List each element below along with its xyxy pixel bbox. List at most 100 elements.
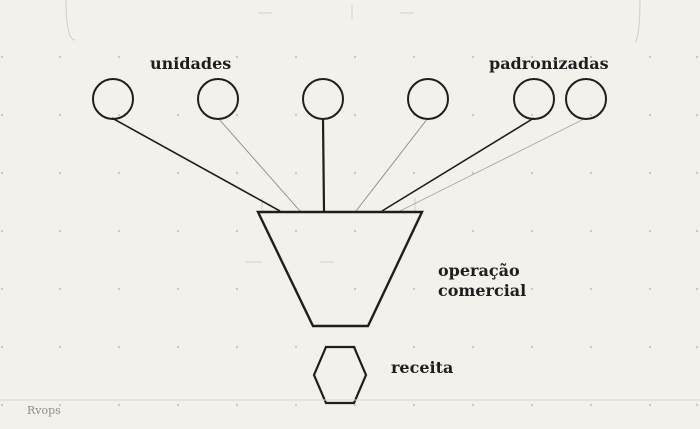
grid-dot [530,55,534,59]
grid-dot [353,229,357,233]
grid-dot [471,171,475,175]
grid-dot [695,287,699,291]
grid-dot [294,345,298,349]
label-revenue: receita [391,358,454,377]
grid-dot [0,229,4,233]
grid-dot [589,287,593,291]
grid-dot [176,229,180,233]
label-units: unidades [150,54,232,73]
grid-dot [353,113,357,117]
grid-dot [471,345,475,349]
unit-node-circle [513,78,555,120]
unit-node-circle [92,78,134,120]
revenue-hexagon [312,345,368,405]
label-standardized: padronizadas [489,54,609,73]
connector-thin [355,117,429,212]
grid-dot [648,287,652,291]
connector-thick [381,117,535,212]
grid-dot [0,287,4,291]
unit-node-circle [302,78,344,120]
grid-dot [695,171,699,175]
grid-dot [471,229,475,233]
grid-dot [412,403,416,407]
grid-dot [412,345,416,349]
grid-dot [294,171,298,175]
grid-dot [176,171,180,175]
unit-node-circle [565,78,607,120]
grid-dot [648,229,652,233]
grid-dot [294,403,298,407]
grid-dot [648,113,652,117]
grid-dot [0,171,4,175]
grid-dot [695,113,699,117]
grid-dot [648,345,652,349]
grid-dot [58,403,62,407]
grid-dot [471,55,475,59]
grid-dot [58,345,62,349]
grid-dot [117,345,121,349]
connector-thin [217,117,301,212]
grid-dot [412,55,416,59]
grid-dot [530,287,534,291]
grid-dot [589,403,593,407]
label-operation-line2: comercial [438,281,527,300]
grid-dot [471,403,475,407]
grid-dot [589,113,593,117]
grid-dot [589,55,593,59]
grid-dot [176,345,180,349]
grid-dot [589,229,593,233]
grid-dot [235,113,239,117]
background-arc-right [635,0,641,43]
grid-dot [353,287,357,291]
unit-node-circle [407,78,449,120]
grid-dot [117,229,121,233]
grid-dot [695,345,699,349]
grid-dot [294,229,298,233]
grid-dot [58,229,62,233]
grid-dot [235,345,239,349]
grid-dot [530,229,534,233]
grid-dot [530,171,534,175]
grid-dot [530,345,534,349]
grid-dot [235,229,239,233]
grid-dot [117,55,121,59]
grid-dot [235,403,239,407]
grid-dot [589,171,593,175]
grid-dot [117,287,121,291]
grid-dot [471,113,475,117]
grid-dot [117,171,121,175]
grid-dot [294,113,298,117]
grid-dot [176,287,180,291]
grid-dots [0,55,699,407]
funnel-shape [256,210,424,328]
grid-dot [235,55,239,59]
grid-dot [58,55,62,59]
grid-dot [0,403,4,407]
grid-dot [0,55,4,59]
grid-dot [235,171,239,175]
connector-thick [321,117,326,212]
grid-dot [176,403,180,407]
grid-dot [695,229,699,233]
grid-dot [58,171,62,175]
grid-dot [235,287,239,291]
grid-dot [589,345,593,349]
grid-dot [530,113,534,117]
connector-thin [399,117,587,212]
grid-dot [695,403,699,407]
grid-dot [117,113,121,117]
background-arc [65,0,76,41]
grid-dot [648,55,652,59]
grid-dot [530,403,534,407]
grid-dot [117,403,121,407]
grid-dot [353,403,357,407]
grid-dot [648,403,652,407]
grid-dot [176,113,180,117]
label-operation-line1: operação [438,261,520,280]
grid-dot [412,287,416,291]
grid-dot [648,171,652,175]
grid-dot [353,171,357,175]
grid-dot [294,55,298,59]
